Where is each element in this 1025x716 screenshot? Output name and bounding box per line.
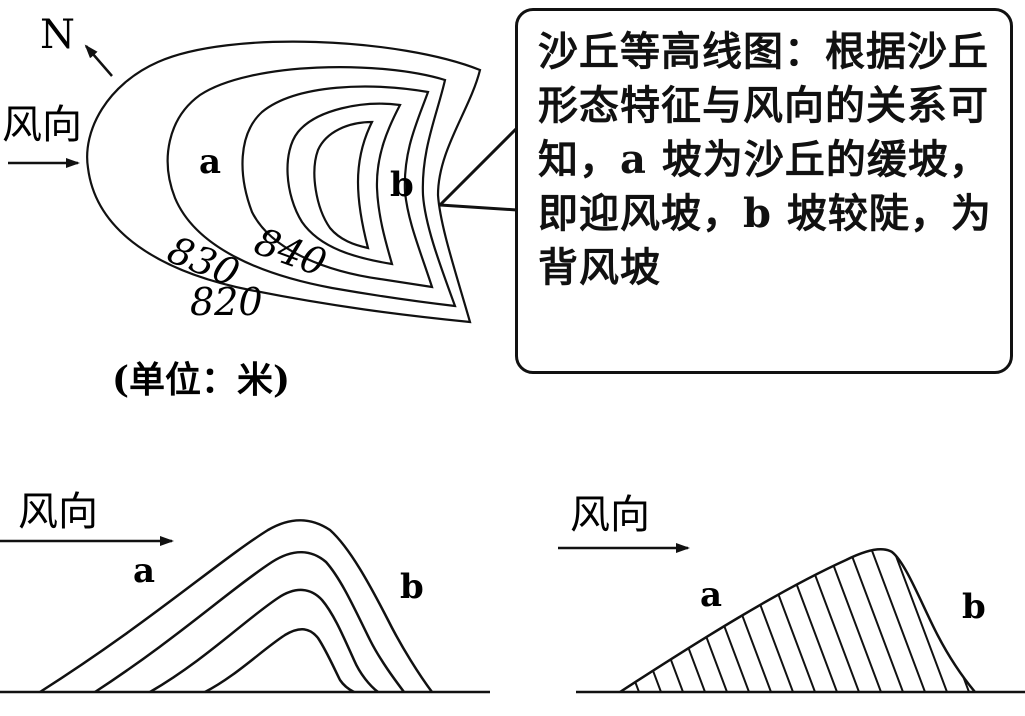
dune-layer-1: [39, 519, 434, 694]
unit-label: (单位：米): [112, 359, 290, 401]
slope-b-label-right: b: [962, 587, 986, 627]
dune-outline: [619, 548, 976, 694]
contour-label-820: 820: [190, 280, 263, 324]
callout-text: 沙丘等高线图：根据沙丘形态特征与风向的关系可知，a 坡为沙丘的缓坡，即迎风坡，b…: [538, 28, 992, 291]
contour-line-summit: [313, 120, 374, 250]
slope-b-label: b: [390, 165, 414, 205]
contour-line-inner-1: [286, 102, 402, 266]
slope-a-label-right: a: [700, 575, 722, 615]
north-label: N: [40, 12, 75, 58]
hatch-line: [620, 549, 643, 692]
hatch-line: [620, 549, 665, 692]
dune-profile-layered: 风向 a b: [0, 489, 490, 694]
slope-b-label-left: b: [400, 567, 424, 607]
dune-layer-4: [204, 628, 355, 694]
dune-layer-2: [94, 551, 406, 694]
contour-label-840: 840: [249, 219, 332, 285]
hatch-line: [867, 549, 929, 692]
contour-line-820: [86, 40, 482, 324]
hatch-line: [845, 549, 907, 692]
dune-profile-hatched: 风向 a b: [558, 492, 1025, 700]
dune-hatching: [620, 540, 1025, 700]
contour-line-840: [241, 85, 434, 289]
hatch-line: [1000, 540, 1025, 700]
dune-layer-3: [149, 588, 379, 694]
callout-pointer: [438, 126, 519, 212]
contour-line-830: [166, 66, 457, 308]
hatch-line: [620, 549, 621, 692]
hatch-line: [889, 549, 951, 692]
contour-map: N 风向 a b 830 840 820 (单位：米): [2, 12, 519, 401]
slope-a-label: a: [199, 142, 221, 182]
slope-a-label-left: a: [133, 551, 155, 591]
wind-direction-label-right: 风向: [570, 492, 650, 538]
wind-direction-label-left: 风向: [18, 489, 98, 535]
north-arrow-icon: [84, 44, 113, 77]
wind-direction-label: 风向: [2, 102, 82, 148]
explanation-callout: 沙丘等高线图：根据沙丘形态特征与风向的关系可知，a 坡为沙丘的缓坡，即迎风坡，b…: [515, 8, 1013, 374]
